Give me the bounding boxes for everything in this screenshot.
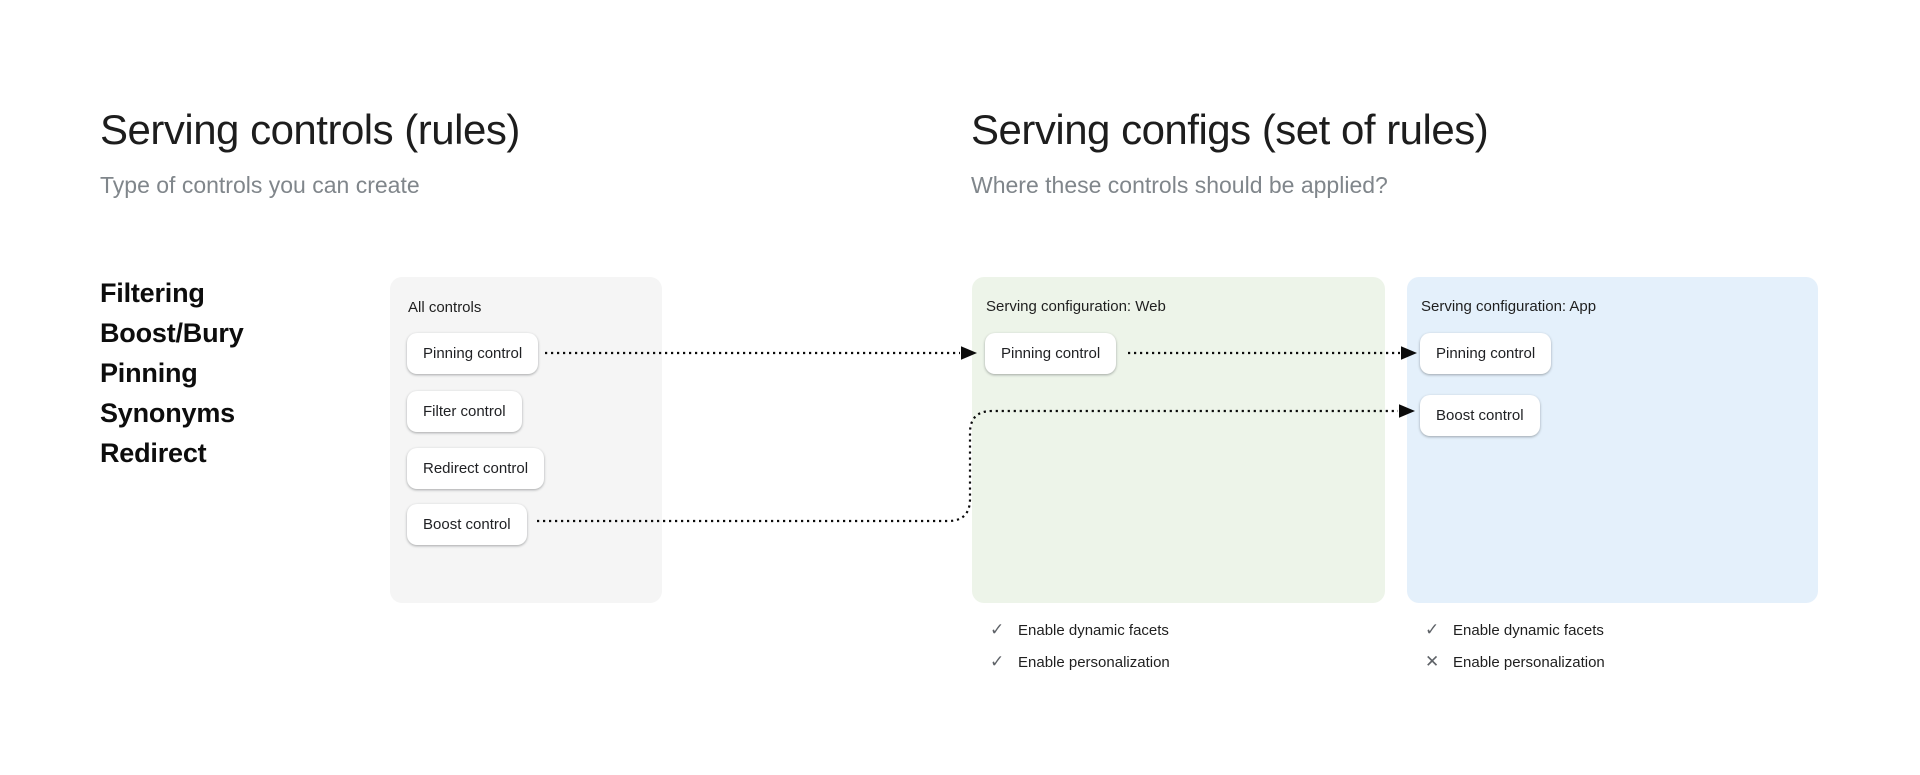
- control-types-list: Filtering Boost/Bury Pinning Synonyms Re…: [100, 273, 244, 473]
- control-type-synonyms: Synonyms: [100, 398, 235, 428]
- control-type-filtering: Filtering: [100, 278, 205, 308]
- app-config-card: Serving configuration: App Pinning contr…: [1407, 277, 1818, 603]
- web-config-card-title: Serving configuration: Web: [986, 298, 1166, 315]
- right-subtitle: Where these controls should be applied?: [971, 172, 1388, 198]
- web-feature-personalization: ✓ Enable personalization: [990, 651, 1170, 673]
- control-type-redirect: Redirect: [100, 438, 207, 468]
- check-icon: ✓: [1425, 620, 1440, 640]
- feature-label: Enable personalization: [1018, 653, 1170, 671]
- app-feature-personalization: ✕ Enable personalization: [1425, 651, 1605, 673]
- all-controls-card: All controls Pinning control Filter cont…: [390, 277, 662, 603]
- web-feature-dynamic-facets: ✓ Enable dynamic facets: [990, 619, 1170, 641]
- app-boost-control-chip[interactable]: Boost control: [1420, 395, 1540, 436]
- left-subtitle: Type of controls you can create: [100, 172, 420, 198]
- web-pinning-control-chip[interactable]: Pinning control: [985, 333, 1117, 374]
- check-icon: ✓: [990, 620, 1005, 640]
- left-title: Serving controls (rules): [100, 106, 520, 153]
- control-type-pinning: Pinning: [100, 358, 198, 388]
- cross-icon: ✕: [1425, 652, 1440, 672]
- app-config-card-title: Serving configuration: App: [1421, 298, 1597, 315]
- app-feature-dynamic-facets: ✓ Enable dynamic facets: [1425, 619, 1605, 641]
- all-controls-card-title: All controls: [408, 299, 482, 316]
- boost-control-chip[interactable]: Boost control: [407, 504, 527, 545]
- feature-label: Enable dynamic facets: [1018, 621, 1169, 639]
- filter-control-chip[interactable]: Filter control: [407, 391, 522, 432]
- pinning-control-chip[interactable]: Pinning control: [407, 333, 539, 374]
- feature-label: Enable dynamic facets: [1453, 621, 1604, 639]
- check-icon: ✓: [990, 652, 1005, 672]
- control-type-boost-bury: Boost/Bury: [100, 318, 244, 348]
- web-config-card: Serving configuration: Web Pinning contr…: [972, 277, 1385, 603]
- feature-label: Enable personalization: [1453, 653, 1605, 671]
- app-pinning-control-chip[interactable]: Pinning control: [1420, 333, 1552, 374]
- redirect-control-chip[interactable]: Redirect control: [407, 448, 545, 489]
- web-feature-list: ✓ Enable dynamic facets ✓ Enable persona…: [990, 619, 1170, 673]
- app-feature-list: ✓ Enable dynamic facets ✕ Enable persona…: [1425, 619, 1605, 673]
- right-title: Serving configs (set of rules): [971, 106, 1489, 153]
